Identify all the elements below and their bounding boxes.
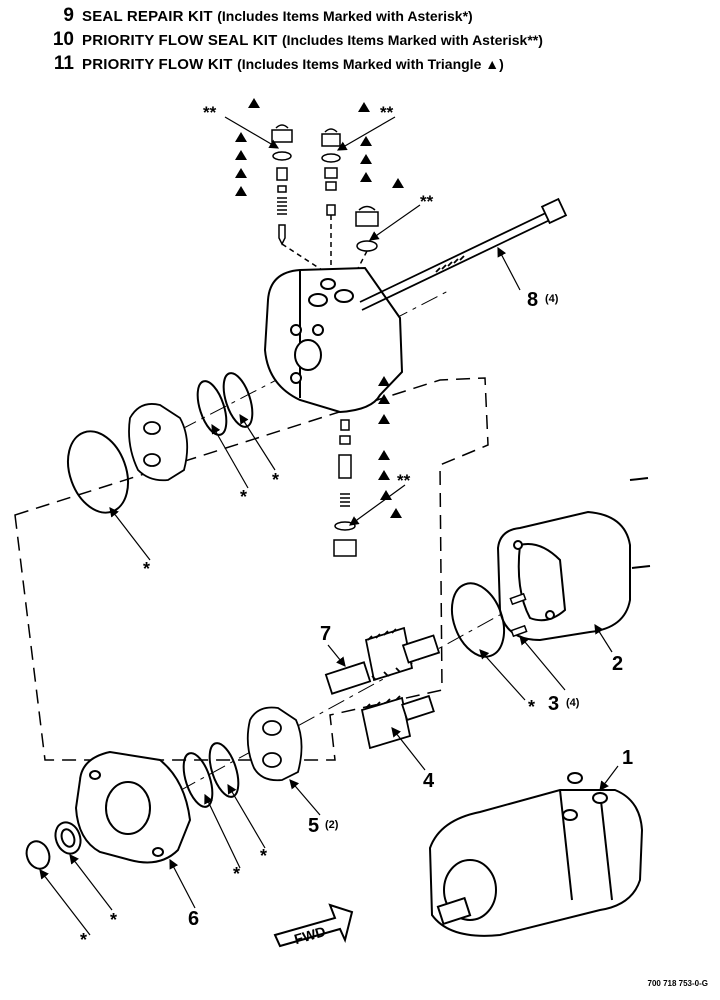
asterisk-mark: * [528,697,535,717]
asterisk-mark: * [110,910,117,930]
double-asterisk-mark: ** [397,471,411,490]
asterisk-mark: * [233,864,240,884]
bearing-blocks [246,706,303,782]
left-valve-stack [271,124,323,271]
seal-rings-upper [196,372,254,436]
legend-item-number: 9 [63,5,74,26]
legend-item-name: SEAL REPAIR KIT [82,8,213,25]
seal-rings-lower [182,742,240,808]
lower-valve-stack [333,419,357,557]
callout-8-quantity: (4) [545,293,559,305]
legend-row-seal-repair-kit: 9 SEAL REPAIR KIT (Includes Items Marked … [38,4,698,28]
legend-item-description: (Includes Items Marked with Asterisk*) [217,8,473,24]
asterisk-mark: * [80,930,87,950]
legend-item-number: 11 [53,53,74,74]
seal-ring-large [67,430,129,514]
asterisk-mark: * [143,559,150,579]
pump-body [263,266,404,414]
callout-3-quantity: (4) [566,697,580,709]
double-asterisk-mark: ** [203,103,217,122]
mounting-flange [74,750,192,864]
callout-7: 7 [320,623,331,645]
legend-row-priority-flow-kit: 11 PRIORITY FLOW KIT (Includes Items Mark… [38,52,698,76]
callout-1: 1 [622,747,633,769]
callout-8: 8 [527,289,538,311]
triangle-markers [235,98,404,518]
asterisk-mark: * [272,470,279,490]
figure-id: 700 718 753-0-G [647,979,709,988]
center-valve-stack [321,128,341,275]
double-asterisk-mark: ** [380,103,394,122]
dowel-pins [509,592,528,638]
assembly-boundary [14,377,489,761]
part-callouts: 1 2 3 (4) 4 5 (2) 6 7 8 (4) [188,289,633,930]
snap-ring [25,840,51,870]
asterisk-mark: * [240,487,247,507]
callout-2: 2 [612,653,623,675]
callout-6: 6 [188,908,199,930]
callout-5: 5 [308,815,319,837]
legend-item-number: 10 [52,29,74,50]
legend-item-name: PRIORITY FLOW SEAL KIT [82,32,278,49]
leader-lines [39,116,619,936]
legend-item-description: (Includes Items Marked with Triangle ▲) [237,56,504,72]
drive-gear [324,626,441,695]
fwd-label: FWD [292,923,327,947]
callout-5-quantity: (2) [325,819,339,831]
through-bolt [359,197,568,311]
legend-item-description: (Includes Items Marked with Asterisk**) [281,32,543,48]
assembled-pump [428,772,644,937]
callout-4: 4 [423,770,435,792]
end-cover [496,477,651,642]
asterisk-marks: ** ** ** ** * * * * * * * * [80,103,535,950]
shaft-seal [54,821,82,855]
seal-ring-end [450,582,506,658]
legend-item-name: PRIORITY FLOW KIT [82,56,233,73]
legend-row-priority-flow-seal-kit: 10 PRIORITY FLOW SEAL KIT (Includes Items… [38,28,698,52]
kit-legend: 9 SEAL REPAIR KIT (Includes Items Marked … [38,4,698,76]
driven-gear [360,694,435,750]
callout-3: 3 [548,693,559,715]
double-asterisk-mark: ** [420,192,434,211]
fwd-arrow: FWD [273,903,354,947]
wear-plate [128,403,189,482]
asterisk-mark: * [260,846,267,866]
